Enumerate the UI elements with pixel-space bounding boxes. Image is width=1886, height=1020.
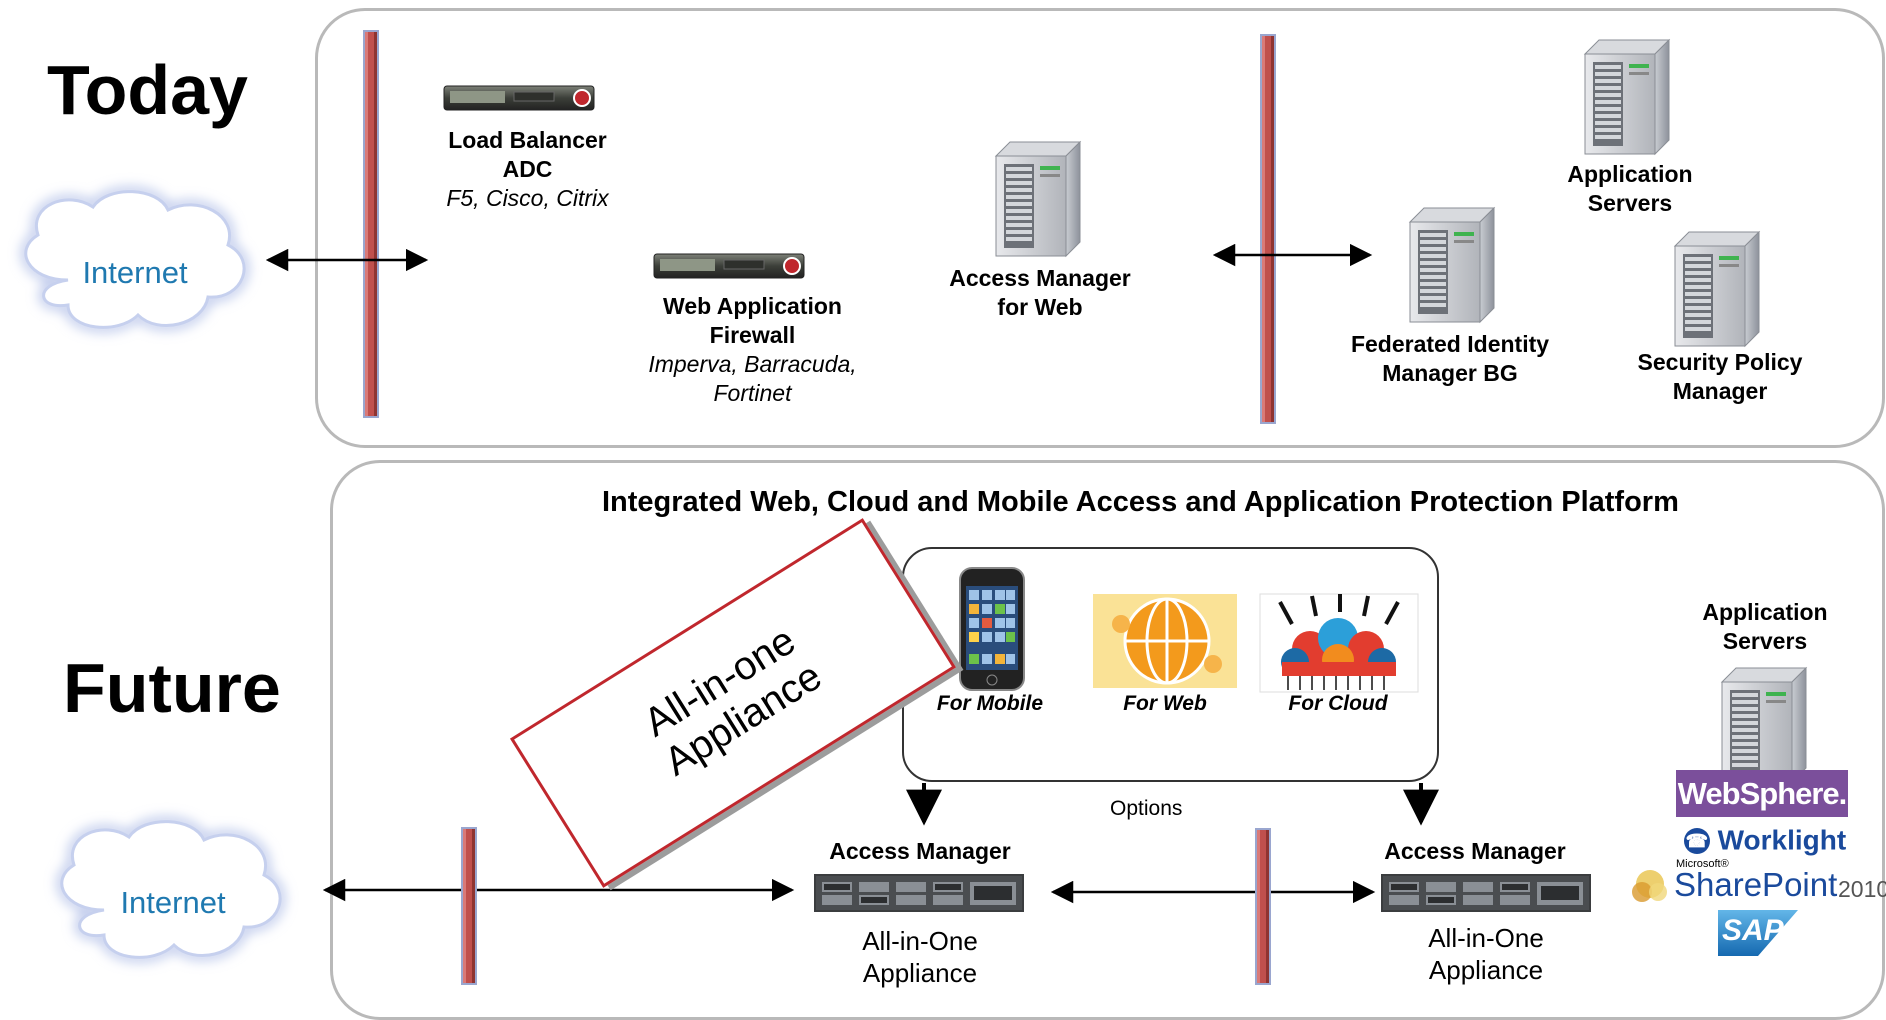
sharepoint-text: SharePoint [1674, 866, 1838, 903]
sharepoint-year-text: 2010 [1838, 876, 1886, 902]
firewall-future-right [1255, 828, 1271, 985]
future-app-servers-label: Application Servers [1702, 599, 1828, 654]
waf-name: Web Application Firewall [663, 293, 842, 348]
today-title: Today [47, 51, 248, 129]
firewall-future-left [461, 827, 477, 985]
access-manager-left-appliance-icon [814, 874, 1024, 912]
app-servers-label: Application Servers [1567, 161, 1693, 216]
firewall-left [363, 30, 379, 418]
future-title: Future [63, 649, 281, 727]
firewall-right [1260, 34, 1276, 424]
sharepoint-logo: Microsoft® SharePoint 2010 [1628, 856, 1886, 908]
websphere-logo: WebSphere. [1676, 770, 1848, 817]
internet-bottom-label: Internet [120, 885, 226, 920]
waf-vendors: Imperva, Barracuda, Fortinet [648, 351, 857, 406]
load-balancer-name: Load Balancer ADC [448, 127, 607, 182]
worklight-text: Worklight [1717, 824, 1847, 856]
access-manager-right-sub: All-in-One Appliance [1428, 923, 1544, 985]
security-policy-label: Security Policy Manager [1637, 349, 1803, 404]
access-manager-web-label: Access Manager for Web [949, 265, 1131, 320]
websphere-text: WebSphere. [1677, 776, 1848, 811]
for-mobile-label: For Mobile [936, 692, 1044, 715]
sap-text: SAP [1722, 914, 1784, 947]
access-manager-left-sub: All-in-One Appliance [862, 926, 978, 988]
access-manager-right-title: Access Manager [1384, 838, 1566, 864]
for-web-label: For Web [1123, 692, 1207, 715]
sharepoint-icon [1632, 870, 1667, 902]
load-balancer-label: Load Balancer ADC F5, Cisco, Citrix [410, 126, 645, 213]
access-manager-right-appliance-icon [1381, 874, 1591, 912]
worklight-logo: ☎ Worklight [1680, 822, 1850, 856]
future-app-server-icon [1721, 667, 1807, 783]
cloud-illustration-icon [1259, 593, 1419, 693]
sap-icon [1718, 910, 1798, 956]
waf-label: Web Application Firewall Imperva, Barrac… [620, 292, 885, 408]
access-manager-left-title: Access Manager [829, 838, 1011, 864]
mobile-phone-icon [959, 567, 1025, 691]
internet-label: Internet [82, 255, 188, 290]
options-label: Options [1110, 797, 1183, 820]
web-globe-icon [1093, 594, 1237, 688]
future-headline: Integrated Web, Cloud and Mobile Access … [602, 486, 1679, 518]
sap-logo: SAP [1718, 910, 1798, 956]
worklight-icon: ☎ [1683, 827, 1710, 854]
load-balancer-vendors: F5, Cisco, Citrix [446, 185, 609, 211]
for-cloud-label: For Cloud [1288, 692, 1388, 715]
sharepoint-microsoft-text: Microsoft® [1676, 858, 1729, 870]
federated-identity-label: Federated Identity Manager BG [1350, 331, 1550, 386]
